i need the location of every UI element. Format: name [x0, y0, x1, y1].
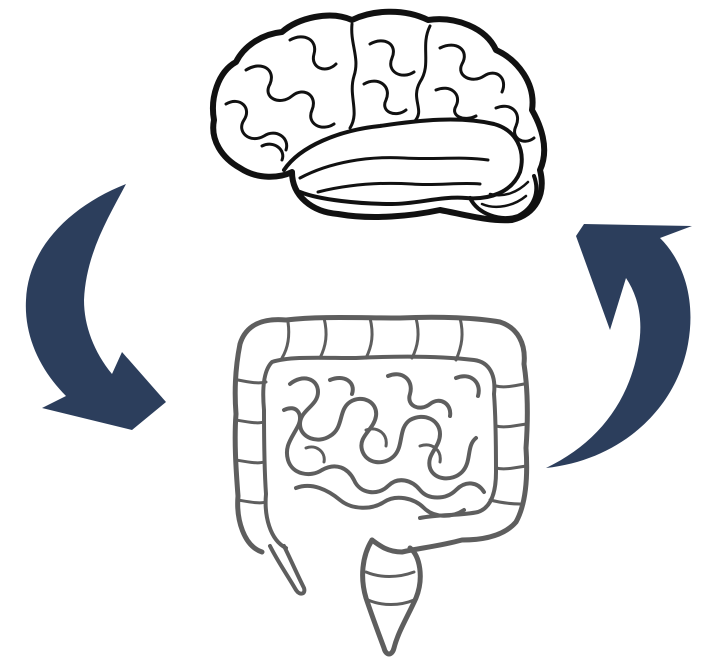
curved-arrow-up-icon [546, 224, 692, 468]
curved-arrow-down-icon [26, 184, 166, 430]
brain-icon [213, 12, 544, 221]
intestines-icon [235, 317, 527, 654]
